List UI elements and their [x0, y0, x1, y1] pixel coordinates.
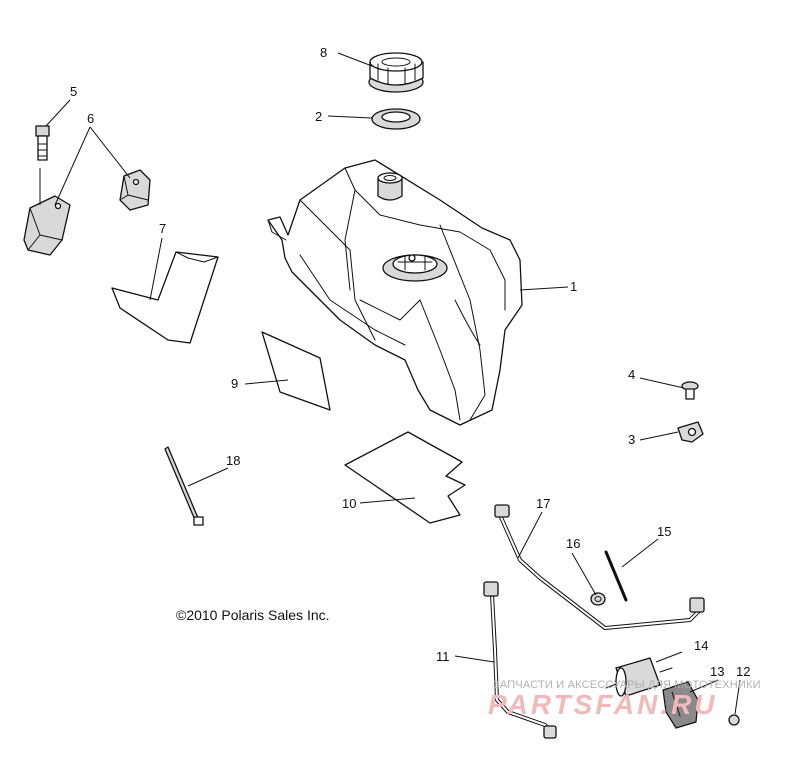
callout-4: 4	[628, 367, 635, 382]
callout-6: 6	[87, 111, 94, 126]
callout-13: 13	[710, 664, 724, 679]
fitting-part	[590, 592, 606, 606]
callout-11: 11	[436, 649, 450, 664]
heat-shield-part	[344, 431, 466, 524]
callout-3: 3	[628, 432, 635, 447]
bolt-part	[35, 125, 50, 161]
callout-10: 10	[342, 496, 356, 511]
nut-part	[728, 714, 740, 726]
fuel-filter-part	[605, 657, 673, 697]
screw-part	[681, 381, 699, 400]
callout-17: 17	[536, 496, 550, 511]
gasket-part	[371, 108, 421, 130]
fuel-cap-part	[368, 52, 424, 93]
leader-lines	[39, 52, 741, 715]
pad-part	[261, 331, 331, 411]
watermark-logo: PARTSFAN.RU	[488, 689, 718, 720]
callout-8: 8	[320, 45, 327, 60]
callout-16: 16	[566, 536, 580, 551]
vent-line-part	[494, 504, 705, 630]
cable-tie-part	[164, 446, 204, 526]
clip-part	[677, 421, 704, 443]
callout-9: 9	[231, 376, 238, 391]
callout-14: 14	[694, 638, 708, 653]
callout-15: 15	[657, 524, 671, 539]
filter-bracket-part	[662, 681, 699, 729]
copyright-notice: ©2010 Polaris Sales Inc.	[176, 607, 330, 623]
callout-5: 5	[70, 84, 77, 99]
rod-part	[604, 550, 628, 602]
l-pad-part	[111, 251, 219, 344]
callout-18: 18	[226, 453, 240, 468]
watermark-text: ЗАПЧАСТИ И АКСЕССУАРЫ ДЛЯ МОТОТЕХНИКИ	[493, 679, 761, 691]
fuel-tank-part	[267, 159, 523, 426]
callout-12: 12	[736, 664, 750, 679]
callout-1: 1	[570, 279, 577, 294]
bracket-parts	[23, 169, 151, 256]
callout-2: 2	[315, 109, 322, 124]
fuel-line-part	[483, 581, 557, 739]
callout-7: 7	[159, 221, 166, 236]
callout-labels: 8 2 1 3 4 5 6 7 9 10 11 12 13 14 15 16 1…	[70, 45, 750, 679]
